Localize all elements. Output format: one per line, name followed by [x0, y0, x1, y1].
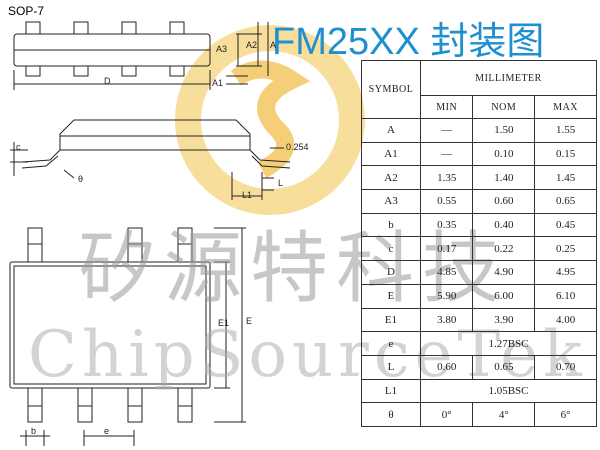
page-title: FM25XX 封装图	[272, 21, 545, 63]
cell-nom: 4.90	[472, 260, 536, 285]
table-subheader-row: MIN NOM MAX	[362, 95, 597, 119]
cell-max: 0.65	[534, 189, 597, 214]
cell-symbol: A1	[361, 141, 421, 167]
cell-max: 0.70	[534, 354, 597, 380]
header-symbol: SYMBOL	[361, 60, 421, 119]
cell-nom: 0.10	[472, 141, 536, 167]
cell-symbol: A	[361, 118, 421, 143]
cell-min: 0.17	[419, 236, 474, 262]
cell-nom: 0.60	[472, 189, 536, 214]
cell-span: 1.27BSC	[420, 331, 597, 356]
cell-max: 1.55	[534, 118, 597, 143]
cell-max: 4.00	[534, 307, 597, 333]
cell-min: 0.35	[419, 212, 474, 238]
cell-min: 4.85	[419, 260, 474, 285]
cell-min: —	[419, 118, 474, 143]
cell-max: 1.45	[534, 165, 597, 191]
header-unit: MILLIMETER	[420, 60, 597, 96]
cell-nom: 0.22	[472, 236, 536, 262]
cell-max: 0.45	[534, 212, 597, 238]
dim-label-c: c	[16, 142, 21, 152]
header-max: MAX	[534, 95, 597, 119]
dim-label-l1: L1	[242, 190, 253, 200]
cell-symbol: A2	[361, 165, 421, 191]
cell-min: —	[419, 141, 474, 167]
cell-nom: 3.90	[472, 307, 536, 333]
cell-min: 0.55	[419, 189, 474, 214]
cell-max: 0.15	[534, 141, 597, 167]
cell-min: 0.60	[419, 354, 474, 380]
cell-symbol: c	[361, 236, 421, 262]
dim-label-a2: A2	[246, 40, 258, 50]
cell-symbol: E	[361, 283, 421, 309]
dim-label-d: D	[104, 76, 111, 86]
cell-nom: 0.40	[472, 212, 536, 238]
cell-symbol: E1	[361, 307, 421, 333]
side-view-profile	[10, 119, 291, 200]
cell-min: 5.90	[419, 283, 474, 309]
dim-label-theta: θ	[78, 174, 84, 184]
cell-symbol: θ	[361, 402, 421, 427]
cell-symbol: b	[361, 212, 421, 238]
header-min: MIN	[419, 95, 474, 119]
dim-label-e1: E1	[218, 318, 230, 328]
dim-label-b: b	[31, 426, 37, 436]
cell-symbol: L1	[361, 378, 421, 404]
side-view-top	[13, 21, 269, 90]
dim-label-a1: A1	[212, 78, 224, 88]
package-label: SOP-7	[8, 4, 45, 18]
dim-label-gauge: 0.254	[286, 142, 309, 152]
cell-symbol: D	[361, 260, 421, 285]
cell-min: 3.80	[419, 307, 474, 333]
cell-max: 6.10	[534, 283, 597, 309]
cell-nom: 6.00	[472, 283, 536, 309]
dim-label-e-upper: E	[246, 316, 253, 326]
cell-symbol: A3	[361, 189, 421, 214]
cell-min: 0°	[419, 402, 474, 427]
header-nom: NOM	[472, 95, 536, 119]
cell-nom: 4°	[472, 402, 536, 427]
cell-max: 0.25	[534, 236, 597, 262]
cell-min: 1.35	[419, 165, 474, 191]
cell-symbol: L	[361, 354, 421, 380]
dim-label-a3: A3	[216, 44, 228, 54]
cell-nom: 1.50	[472, 118, 536, 143]
dim-label-pitch: e	[104, 426, 110, 436]
dim-label-l: L	[278, 178, 284, 188]
dim-label-a: A	[270, 40, 277, 50]
cell-nom: 1.40	[472, 165, 536, 191]
cell-nom: 0.65	[472, 354, 536, 380]
cell-span: 1.05BSC	[420, 378, 597, 404]
table-header-row: SYMBOL MILLIMETER	[361, 60, 597, 119]
top-view	[9, 227, 246, 446]
cell-symbol: e	[361, 331, 421, 356]
cell-max: 4.95	[534, 260, 597, 285]
cell-max: 6°	[534, 402, 597, 427]
